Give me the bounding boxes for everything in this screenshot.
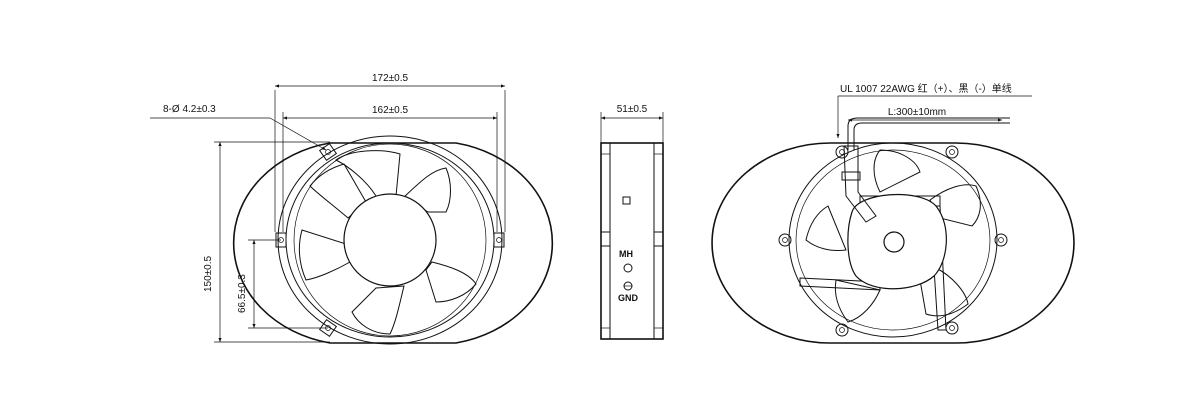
rear-frame-outer bbox=[711, 142, 1075, 344]
rear-lead-wire-2 bbox=[853, 122, 1010, 150]
wire-spec-note: UL 1007 22AWG 红（+）、黑（-）单线 bbox=[840, 82, 1012, 95]
front-frame-outer bbox=[232, 142, 554, 344]
dim-inner-width: 162±0.5 bbox=[372, 105, 409, 116]
rear-strut-3 bbox=[799, 277, 881, 291]
rear-shaft bbox=[883, 231, 905, 253]
front-view: 172±0.5 162±0.5 8-Ø 4.2±0.3 150±0.5 66.5… bbox=[150, 73, 554, 345]
side-view: MH GND 51±0.5 bbox=[600, 104, 664, 340]
rear-mounting-holes bbox=[778, 145, 1008, 337]
side-ground-label: GND bbox=[618, 293, 639, 303]
front-hub bbox=[343, 193, 437, 287]
dim-lead-length: L:300±10mm bbox=[888, 107, 946, 118]
dim-depth: 51±0.5 bbox=[617, 104, 648, 115]
side-marker-square bbox=[622, 196, 631, 205]
rear-view: L:300±10mm UL 1007 22AWG 红（+）、黑（-）单线 bbox=[711, 82, 1075, 344]
dim-outer-width: 172±0.5 bbox=[372, 73, 409, 84]
rear-wire-harness bbox=[843, 145, 877, 223]
rear-frame-ring bbox=[788, 142, 998, 338]
dim-height: 150±0.5 bbox=[203, 255, 214, 292]
side-logo-mark: MH bbox=[619, 249, 633, 259]
dim-hole-spacing: 66.5±0.3 bbox=[237, 274, 248, 313]
rear-blades bbox=[805, 149, 981, 323]
side-ground-symbol-top bbox=[623, 263, 633, 273]
front-venturi bbox=[293, 143, 487, 337]
dim-hole-spec: 8-Ø 4.2±0.3 bbox=[163, 104, 216, 115]
front-blades bbox=[298, 150, 477, 335]
